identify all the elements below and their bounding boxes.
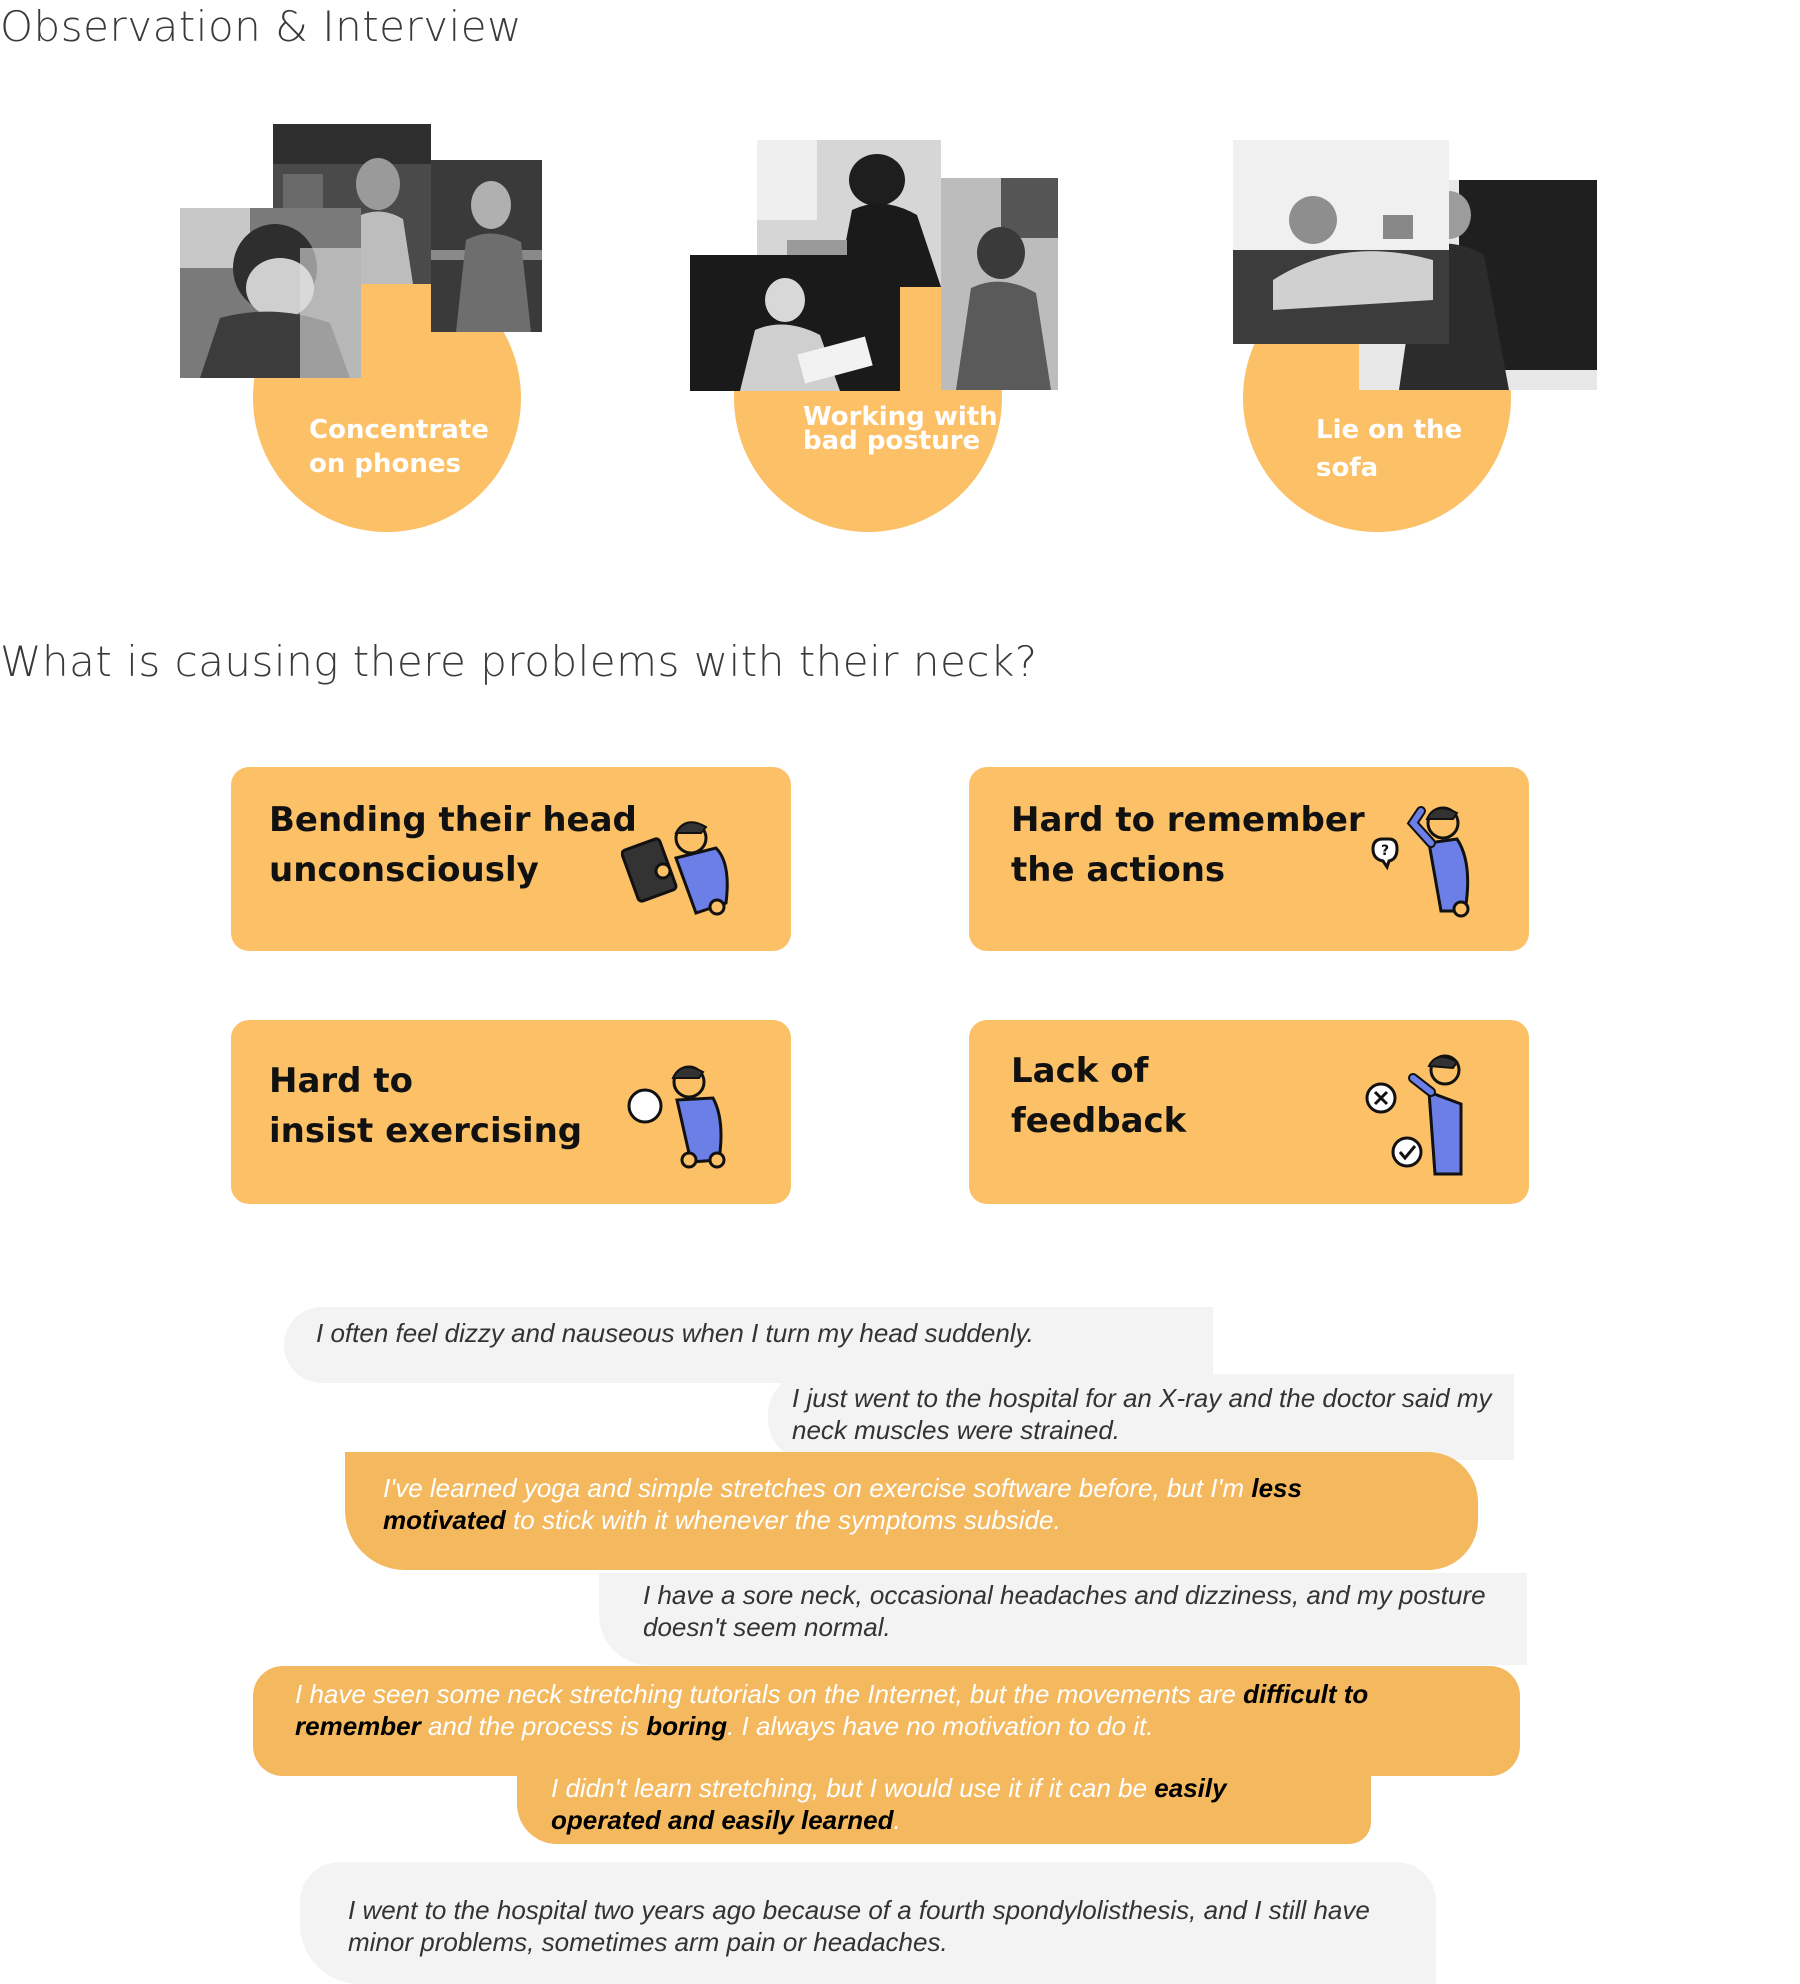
observation-label: Working with bad posture bbox=[803, 402, 998, 456]
photo-man-lying-sofa bbox=[1233, 140, 1449, 344]
section-title-causes: What is causing there problems with thei… bbox=[0, 637, 1038, 686]
person-looking-at-tablet-icon bbox=[621, 821, 729, 916]
observation-label: Lie on the sofa bbox=[1316, 415, 1463, 483]
photo-commuter-backpack bbox=[431, 160, 542, 332]
quote-bubble: I didn't learn stretching, but I would u… bbox=[517, 1772, 1371, 1844]
person-confused-question-icon: ? bbox=[1371, 806, 1470, 918]
photo-person-looking-down bbox=[180, 208, 361, 378]
observation-label: Concentrate on phones bbox=[309, 415, 489, 479]
photo-student-desk bbox=[941, 178, 1058, 390]
quote-bubble: I often feel dizzy and nauseous when I t… bbox=[284, 1307, 1213, 1383]
person-thinking-bubble-icon bbox=[627, 1065, 726, 1169]
section-title-observation: Observation & Interview bbox=[0, 2, 523, 51]
quote-bubble: I went to the hospital two years ago bec… bbox=[300, 1862, 1436, 1984]
svg-text:?: ? bbox=[1381, 843, 1389, 859]
photo-reading-at-night bbox=[690, 255, 900, 391]
quote-bubble: I just went to the hospital for an X-ray… bbox=[768, 1374, 1514, 1460]
quote-bubble: I've learned yoga and simple stretches o… bbox=[345, 1452, 1478, 1570]
quote-bubble: I have seen some neck stretching tutoria… bbox=[253, 1666, 1520, 1776]
person-wrong-right-feedback-icon bbox=[1365, 1054, 1463, 1176]
quote-bubble: I have a sore neck, occasional headaches… bbox=[599, 1573, 1527, 1665]
